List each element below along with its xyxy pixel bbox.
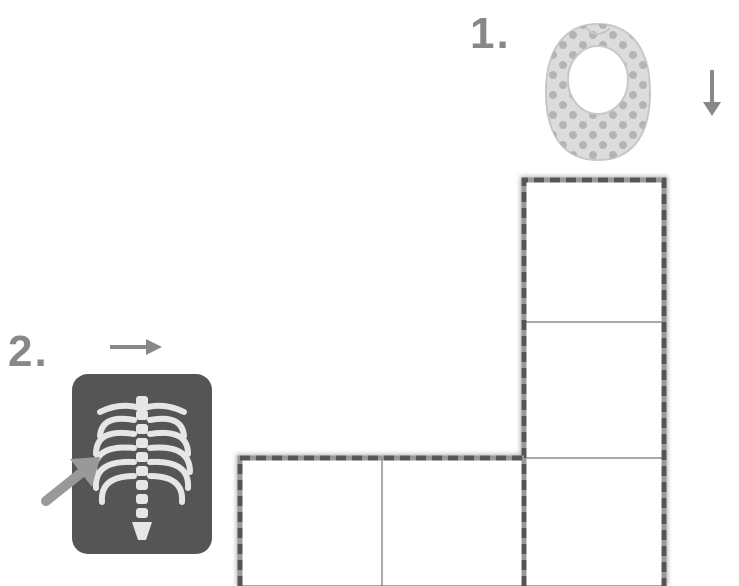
cell-1-2 xyxy=(524,322,664,458)
cell-2-1 xyxy=(240,458,382,586)
grid-cells xyxy=(240,180,664,586)
cell-1-1 xyxy=(524,180,664,322)
cell-1-3 xyxy=(524,458,664,586)
cell-2-2 xyxy=(382,458,524,586)
